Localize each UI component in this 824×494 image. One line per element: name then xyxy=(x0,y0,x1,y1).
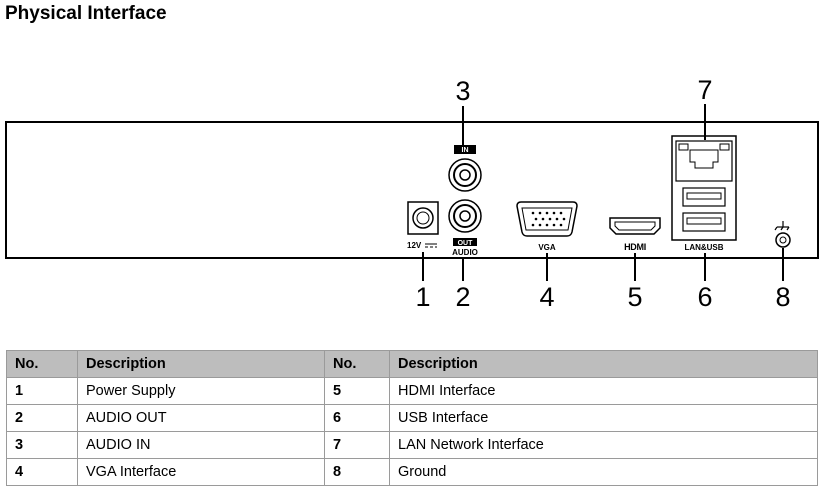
audio-in-tag-bg xyxy=(454,145,476,154)
ground-port-icon xyxy=(775,232,791,248)
hdmi-label: HDMI xyxy=(624,242,646,252)
callout-1: 1 xyxy=(415,282,430,312)
table-row: 1 Power Supply 5 HDMI Interface xyxy=(6,377,818,405)
audio-in-port-icon xyxy=(448,158,482,192)
header-description-2: Description xyxy=(389,350,818,378)
table-header-row: No. Description No. Description xyxy=(6,350,818,378)
audio-label: AUDIO xyxy=(452,248,478,257)
row-no: 1 xyxy=(6,377,78,405)
header-description-1: Description xyxy=(77,350,325,378)
lan-usb-port-icon xyxy=(671,135,737,241)
callout-leader-lines xyxy=(422,104,784,281)
row-no: 5 xyxy=(324,377,390,405)
power-port-icon xyxy=(407,201,439,235)
row-description: HDMI Interface xyxy=(389,377,818,405)
callout-8: 8 xyxy=(775,282,790,312)
row-no: 6 xyxy=(324,404,390,432)
row-description: LAN Network Interface xyxy=(389,431,818,459)
row-no: 2 xyxy=(6,404,78,432)
row-description: Power Supply xyxy=(77,377,325,405)
table-row: 4 VGA Interface 8 Ground xyxy=(6,458,818,486)
callout-7: 7 xyxy=(697,75,712,105)
callout-2: 2 xyxy=(455,282,470,312)
interface-table: No. Description No. Description 1 Power … xyxy=(6,350,818,486)
audio-in-tag: IN xyxy=(462,147,469,154)
power-label: 12V xyxy=(407,241,422,250)
callout-3: 3 xyxy=(455,76,470,106)
audio-out-port-icon xyxy=(448,199,482,233)
lan-usb-label: LAN&USB xyxy=(684,243,723,252)
dc-symbol-icon xyxy=(425,243,437,248)
ground-symbol-icon xyxy=(774,221,790,231)
callout-4: 4 xyxy=(539,282,554,312)
row-no: 7 xyxy=(324,431,390,459)
row-description: USB Interface xyxy=(389,404,818,432)
row-description: AUDIO IN xyxy=(77,431,325,459)
rear-panel-diagram: 12V IN OUT AUDIO VGA HDMI xyxy=(5,75,819,312)
row-no: 3 xyxy=(6,431,78,459)
header-no-2: No. xyxy=(324,350,390,378)
audio-out-tag-bg xyxy=(453,238,477,246)
audio-out-tag: OUT xyxy=(458,240,474,247)
row-description: VGA Interface xyxy=(77,458,325,486)
row-no: 8 xyxy=(324,458,390,486)
callout-5: 5 xyxy=(627,282,642,312)
vga-port-icon xyxy=(516,201,578,237)
table-row: 3 AUDIO IN 7 LAN Network Interface xyxy=(6,431,818,459)
callout-6: 6 xyxy=(697,282,712,312)
table-row: 2 AUDIO OUT 6 USB Interface xyxy=(6,404,818,432)
page-title: Physical Interface xyxy=(5,3,167,24)
header-no-1: No. xyxy=(6,350,78,378)
hdmi-port-icon xyxy=(609,217,661,235)
vga-label: VGA xyxy=(538,243,556,252)
row-description: Ground xyxy=(389,458,818,486)
row-description: AUDIO OUT xyxy=(77,404,325,432)
row-no: 4 xyxy=(6,458,78,486)
